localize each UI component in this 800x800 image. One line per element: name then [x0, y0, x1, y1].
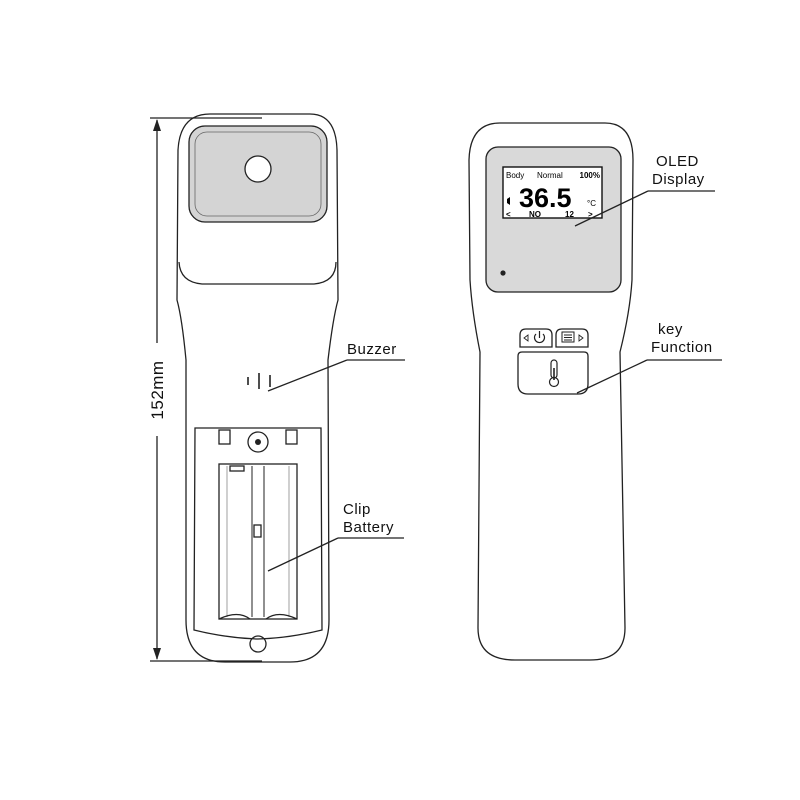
dimension-marker: 152mm [148, 117, 262, 662]
ambient-light-sensor [500, 270, 506, 276]
screw-hole-bottom [249, 635, 267, 653]
callout-key-function: key Function [576, 321, 722, 394]
callout-clip-battery: Clip Battery [267, 501, 404, 572]
display-label: Display [652, 171, 705, 188]
oled-screen: Body Normal 100% 36.5 °C < NO 12 > [502, 166, 603, 219]
speaker-icon [507, 197, 510, 205]
oled-right-arrow: > [588, 210, 593, 219]
oled-screen-frame [502, 166, 603, 219]
oled-status: Normal [537, 171, 563, 180]
front-body-outline [468, 122, 634, 661]
battery-bay-outline [193, 427, 323, 640]
menu-button[interactable] [555, 328, 589, 348]
oled-memory-number: 12 [565, 210, 574, 219]
device-back-view [176, 113, 339, 663]
oled-label: OLED [656, 153, 699, 170]
oled-memory-label: NO [529, 210, 541, 219]
dimension-arrow-up-icon [153, 119, 161, 131]
oled-temperature: 36.5 [519, 183, 572, 213]
oled-mode: Body [506, 171, 524, 180]
dimension-label: 152mm [148, 360, 167, 419]
measure-button[interactable] [517, 351, 589, 395]
battery-slot [218, 463, 298, 620]
function-label: Function [651, 339, 713, 356]
key-label: key [658, 321, 683, 338]
battery-compartment [193, 427, 323, 653]
screw-hole-top [247, 431, 269, 453]
back-head-band [178, 261, 337, 285]
sensor-window-inner [194, 131, 322, 217]
list-icon [561, 331, 575, 343]
clip-label: Clip [343, 501, 371, 518]
back-body-outline [176, 113, 339, 663]
callout-oled-display: OLED Display [574, 153, 715, 227]
oled-unit: °C [587, 199, 596, 208]
dimension-arrow-down-icon [153, 648, 161, 660]
buzzer-grille [247, 373, 271, 389]
oled-battery: 100% [580, 171, 600, 180]
device-front-view: Body Normal 100% 36.5 °C < NO 12 > [468, 122, 634, 661]
battery-clip [253, 524, 262, 538]
callout-buzzer: Buzzer [267, 341, 405, 392]
battery-label: Battery [343, 519, 394, 536]
thermometer-icon [548, 359, 560, 388]
oled-left-arrow: < [506, 210, 511, 219]
power-icon [533, 333, 546, 344]
buzzer-label: Buzzer [347, 341, 397, 358]
infrared-sensor-lens [244, 155, 272, 183]
power-button[interactable] [519, 328, 553, 348]
